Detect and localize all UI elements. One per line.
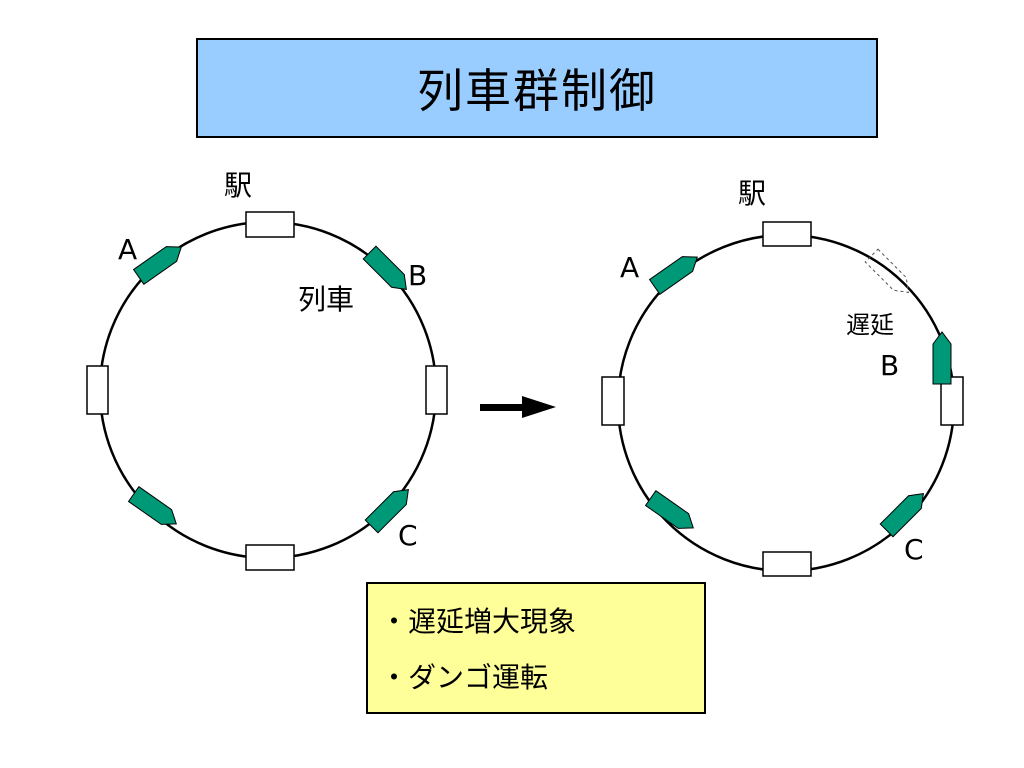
right-station-right bbox=[940, 376, 964, 426]
left-train-d bbox=[127, 486, 177, 525]
page-title: 列車群制御 bbox=[417, 64, 657, 118]
right-station-label: 駅 bbox=[738, 177, 767, 210]
summary-box: ・遅延増大現象 ・ダンゴ運転 bbox=[366, 582, 706, 714]
right-loop-diagram bbox=[601, 221, 964, 577]
right-train-b bbox=[932, 331, 952, 385]
right-station-left bbox=[601, 376, 625, 426]
left-train-c-label: C bbox=[398, 519, 418, 552]
left-station-top bbox=[245, 211, 295, 238]
title-box: 列車群制御 bbox=[196, 38, 878, 138]
left-train-a-label: A bbox=[118, 233, 138, 266]
right-train-d bbox=[644, 490, 694, 529]
right-station-bottom bbox=[762, 551, 812, 577]
delay-label: 遅延 bbox=[846, 311, 894, 339]
right-train-c bbox=[879, 493, 924, 538]
left-loop-diagram bbox=[86, 211, 448, 571]
left-station-label: 駅 bbox=[224, 169, 253, 202]
left-station-bottom bbox=[245, 544, 295, 571]
right-train-b-label: B bbox=[880, 349, 900, 382]
left-train-b-label: B bbox=[408, 259, 428, 292]
left-train-c bbox=[364, 489, 409, 534]
right-train-c-label: C bbox=[904, 533, 924, 566]
right-train-b-ghost bbox=[864, 248, 909, 293]
right-train-a bbox=[648, 256, 698, 295]
left-train-label: 列車 bbox=[298, 283, 355, 316]
left-train-b bbox=[362, 245, 407, 290]
summary-item-bunching: ・ダンゴ運転 bbox=[380, 661, 549, 694]
left-train-a bbox=[132, 246, 182, 285]
left-station-right bbox=[425, 365, 448, 415]
right-arrow-icon bbox=[480, 396, 556, 418]
right-train-a-label: A bbox=[620, 251, 640, 284]
left-station-left bbox=[86, 365, 109, 415]
summary-item-delay-growth: ・遅延増大現象 bbox=[380, 605, 577, 638]
right-station-top bbox=[762, 221, 812, 247]
